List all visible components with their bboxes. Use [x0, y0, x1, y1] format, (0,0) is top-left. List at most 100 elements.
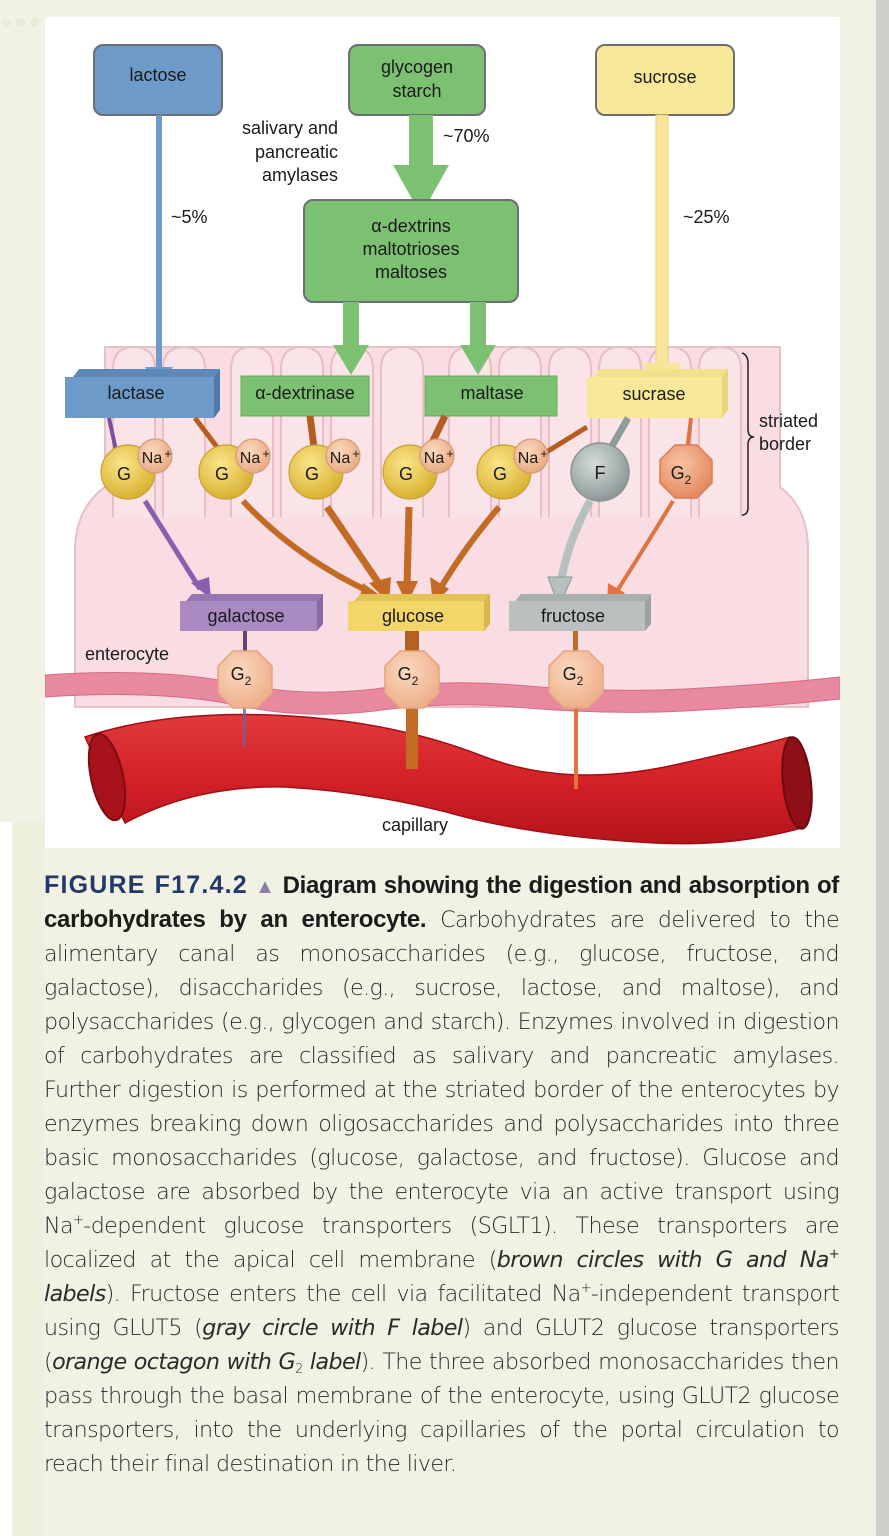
sucrose-label: sucrose	[633, 67, 696, 87]
lactose-percent: ~5%	[171, 207, 208, 227]
sglt-g-label: G	[493, 464, 507, 484]
sglt-na-label: Na	[240, 450, 261, 467]
striated-label: striated	[759, 411, 818, 431]
basal-stalks	[243, 631, 578, 789]
sodium-binding-circle	[235, 438, 271, 474]
intermediate-box: α-dextrins maltotrioses maltoses	[303, 199, 519, 303]
sucrose-percent: ~25%	[683, 207, 730, 227]
page-margin	[0, 822, 12, 1536]
sglt1-transporters: GNa+GNa+GNa+GNa+GNa+	[100, 438, 549, 500]
enterocyte-label: enterocyte	[85, 644, 169, 664]
sglt-na-label: Na	[424, 450, 445, 467]
subscript-two: 2	[295, 1362, 303, 1377]
caption-italic-3b: label	[302, 1349, 361, 1375]
sglt-na-plus: +	[540, 446, 548, 461]
caption-text-6: ). The three absorbed monosaccharides th…	[44, 1349, 840, 1477]
enzyme-block-alpha-dextrinase: α-dextrinase	[240, 375, 370, 417]
capillary-label: capillary	[382, 815, 448, 835]
striated-border-bracket	[741, 352, 755, 516]
sglt-na-label: Na	[330, 450, 351, 467]
enzyme-block-lactase: lactase	[65, 369, 220, 418]
carbohydrate-digestion-diagram: lactose glycogen starch sucrose ~5% ~25%…	[45, 44, 840, 845]
glycogen-label: glycogen	[381, 57, 453, 77]
superscript-plus: +	[73, 1213, 84, 1228]
maltase-label: maltase	[460, 383, 523, 403]
galactose-label: galactose	[207, 606, 284, 626]
sodium-binding-circle	[137, 438, 173, 474]
fructose-label: fructose	[541, 606, 605, 626]
sglt-na-plus: +	[164, 446, 172, 461]
lactose-label: lactose	[129, 65, 186, 85]
triangle-icon: ▲	[255, 874, 276, 898]
sglt-g-label: G	[305, 464, 319, 484]
sodium-binding-circle	[325, 438, 361, 474]
sglt-na-plus: +	[446, 446, 454, 461]
figure-title: Diagram showing the digestion and absorp…	[44, 872, 840, 933]
glycogen-percent: ~70%	[443, 126, 490, 146]
sglt1-transporter: G Na+	[198, 438, 271, 500]
lactase-label: lactase	[107, 383, 164, 403]
caption-italic-1: brown circles with G and Na	[496, 1247, 829, 1273]
window-dots	[2, 14, 44, 32]
figure-number: FIGURE F17.4.2	[44, 871, 248, 899]
amylase-note-line1: salivary and	[242, 118, 338, 138]
sglt-na-label: Na	[142, 450, 163, 467]
sglt-g-label: G	[117, 464, 131, 484]
glut2-basal-label-3: G2	[563, 664, 584, 688]
amylase-note-line2: pancreatic	[255, 142, 338, 162]
starch-label: starch	[392, 81, 441, 101]
alpha-dextrinase-label: α-dextrinase	[255, 383, 354, 403]
sodium-binding-circle	[419, 438, 455, 474]
to-maltase-arrow	[460, 302, 496, 375]
capillary-vessel	[83, 713, 813, 845]
sglt-g-label: G	[215, 464, 229, 484]
enzyme-block-sucrase: sucrase	[587, 369, 728, 418]
amylase-note-line3: amylases	[262, 165, 338, 185]
caption-italic-1b: labels	[44, 1281, 106, 1307]
monosaccharide-fructose: fructose	[509, 594, 651, 631]
sglt1-transporter: G Na+	[100, 438, 173, 500]
sglt1-transporter: G Na+	[476, 438, 549, 500]
enzyme-block-maltase: maltase	[424, 375, 558, 417]
maltoses-label: maltoses	[375, 262, 447, 282]
sglt-na-plus: +	[352, 446, 360, 461]
sucrase-label: sucrase	[622, 384, 685, 404]
border-label: border	[759, 434, 811, 454]
glut2-basal-label-1: G2	[231, 664, 252, 688]
source-box-glycogen-starch: glycogen starch	[348, 44, 486, 116]
caption-text-5: ) and GLUT2 glucose transporters (	[44, 1315, 840, 1375]
glut5-transporter: F	[570, 442, 630, 502]
caption-text-2: -dependent glucose transporters (SGLT1).…	[44, 1213, 840, 1273]
scrollbar-track[interactable]	[876, 0, 889, 1536]
sglt-g-label: G	[399, 464, 413, 484]
source-box-sucrose: sucrose	[595, 44, 735, 116]
glut2-basal-galactose: G2	[217, 650, 273, 709]
superscript-plus: +	[580, 1281, 592, 1296]
amylase-arrow	[393, 115, 449, 215]
caption-text-4: -independent transport using GLUT5 (	[44, 1281, 840, 1341]
glut2-apical-transporter: G2	[659, 444, 713, 499]
glut5-label: F	[595, 463, 606, 483]
glucose-label: glucose	[382, 606, 444, 626]
sglt-na-label: Na	[518, 450, 539, 467]
caption-text-1: Carbohydrates are delivered to the alime…	[44, 907, 840, 1239]
source-box-lactose: lactose	[93, 44, 223, 116]
sglt-na-plus: +	[262, 446, 270, 461]
caption-italic-3: orange octagon with G	[52, 1349, 296, 1375]
monosaccharide-glucose: glucose	[348, 594, 490, 631]
caption-text-3: ). Fructose enters the cell via facilita…	[105, 1281, 582, 1307]
glut2-apical-label: G2	[671, 463, 692, 487]
figure-panel: lactose glycogen starch sucrose ~5% ~25%…	[45, 17, 840, 848]
absorption-arrows	[142, 498, 675, 609]
alpha-dextrins-label: α-dextrins	[371, 216, 450, 236]
monosaccharide-galactose: galactose	[180, 594, 323, 631]
maltotrioses-label: maltotrioses	[362, 239, 459, 259]
superscript-plus: +	[828, 1247, 840, 1262]
glut2-basal-glucose: G2	[384, 650, 440, 709]
glut2-basal-label-2: G2	[398, 664, 419, 688]
page-margin-shade	[12, 822, 44, 1536]
figure-caption: FIGURE F17.4.2 ▲ Diagram showing the dig…	[44, 868, 840, 1481]
sodium-binding-circle	[513, 438, 549, 474]
caption-italic-2: gray circle with F label	[202, 1315, 463, 1341]
sglt1-transporter: G Na+	[288, 438, 361, 500]
